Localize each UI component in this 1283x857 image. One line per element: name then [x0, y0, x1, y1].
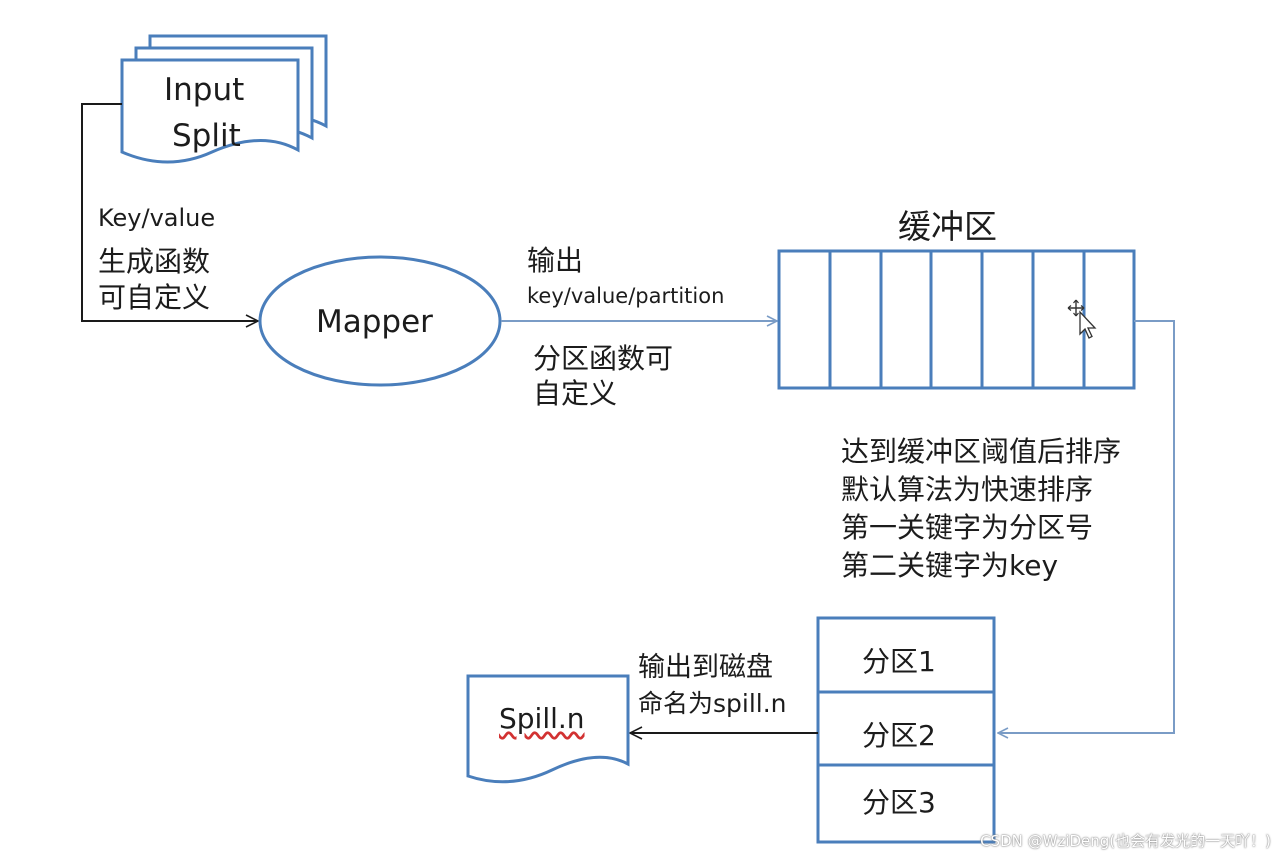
mapper-label: Mapper: [316, 304, 433, 340]
kv-generator-note-line2: 生成函数: [98, 245, 211, 278]
input-to-mapper-arrow: [81, 103, 258, 321]
partition-table: [816, 616, 996, 844]
input-split-doc-stack: [120, 34, 328, 164]
input-split-label-line2: Split: [172, 118, 241, 154]
partition-note-line2: 自定义: [533, 377, 618, 410]
sort-note-line4: 第二关键字为key: [841, 549, 1059, 582]
disk-note-line2: 命名为spill.n: [638, 689, 787, 718]
output-note-line2: key/value/partition: [527, 284, 725, 308]
sort-note-line3: 第一关键字为分区号: [841, 511, 1094, 544]
spill-file-label: Spill.n: [499, 702, 585, 735]
spill-file-doc: [466, 674, 630, 784]
move-cursor-icon: [1067, 299, 1097, 339]
buffer-to-partitions-arrow: [998, 320, 1175, 733]
output-note-line1: 输出: [527, 244, 584, 277]
partition-label-2: 分区2: [862, 719, 936, 752]
input-split-label-line1: Input: [164, 72, 245, 108]
disk-note-line1: 输出到磁盘: [638, 652, 773, 683]
partition-note-line1: 分区函数可: [533, 342, 674, 375]
csdn-watermark: CSDN @WziDeng(也会有发光的一天吖！): [980, 832, 1271, 850]
mapper-ellipse: [258, 255, 502, 387]
buffer-title: 缓冲区: [898, 207, 997, 246]
sort-note-line1: 达到缓冲区阈值后排序: [841, 435, 1122, 468]
input-split-doc-front: [120, 58, 300, 164]
partition-label-1: 分区1: [862, 645, 936, 678]
kv-generator-note-line3: 可自定义: [98, 281, 211, 314]
kv-generator-note-line1: Key/value: [98, 204, 216, 232]
sort-note-line2: 默认算法为快速排序: [841, 473, 1094, 506]
partition-label-3: 分区3: [862, 786, 936, 819]
